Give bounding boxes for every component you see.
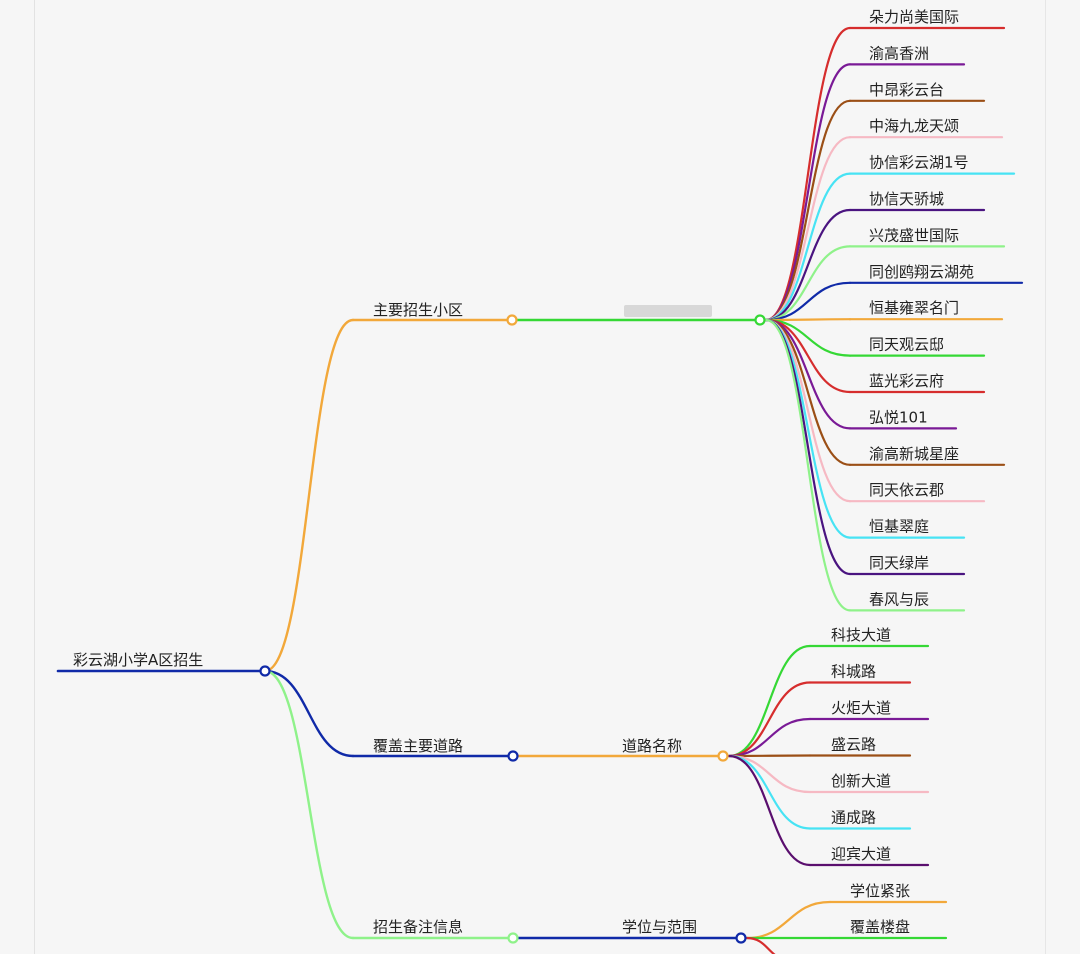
branch-1-item-label[interactable]: 春风与辰 (869, 590, 929, 608)
branch-1-item-connector (764, 318, 852, 466)
branch-2-item-label[interactable]: 盛云路 (831, 736, 876, 754)
branch-2-item-connector (727, 754, 812, 867)
card-right-border (1045, 0, 1046, 954)
branch-1-item-label[interactable]: 同创鸥翔云湖苑 (869, 263, 974, 281)
branch-1-item-connector (764, 318, 852, 612)
branch-2-item-label[interactable]: 科技大道 (831, 626, 891, 644)
branch-2-item-label[interactable]: 创新大道 (831, 772, 891, 790)
branch-1-item-connector (764, 318, 852, 503)
branch-2-knob[interactable] (507, 750, 519, 762)
branch-1-item-label[interactable]: 中昂彩云台 (869, 81, 944, 99)
branch-1-item-label[interactable]: 同天依云郡 (869, 481, 944, 499)
branch-1-item-label[interactable]: 恒基翠庭 (869, 518, 929, 536)
branch-1-item-connector (764, 245, 852, 322)
branch-1-item-label[interactable]: 恒基雍翠名门 (869, 299, 959, 317)
branch-1-label[interactable]: 主要招生小区 (373, 301, 463, 319)
branch-1-item-label[interactable]: 渝高新城星座 (869, 445, 959, 463)
branch-1-item-connector (764, 172, 852, 322)
branch-1-item-label[interactable]: 同天绿岸 (869, 554, 929, 572)
branch-2-item-connector (727, 717, 812, 758)
mind-map-edges (56, 26, 1024, 954)
branch-3-connector (263, 669, 355, 940)
branch-1-sub-label-masked (624, 305, 712, 317)
branch-1-item-connector (764, 63, 852, 322)
branch-2-item-connector (727, 681, 812, 758)
branch-3-sub-label[interactable]: 学位与范围 (622, 918, 697, 936)
branch-1-item-connector (764, 208, 852, 322)
branch-1-item-label[interactable]: 协信天骄城 (869, 190, 944, 208)
branch-1-item-label[interactable]: 弘悦101 (869, 408, 928, 426)
branch-1-item-label[interactable]: 蓝光彩云府 (869, 372, 944, 390)
branch-2-item-label[interactable]: 通成路 (831, 809, 876, 827)
branch-2-sub-label[interactable]: 道路名称 (622, 737, 682, 755)
branch-2-item-connector (727, 754, 812, 794)
branch-2-item-connector (727, 754, 812, 830)
branch-1-item-connector (764, 318, 852, 539)
branch-1-item-label[interactable]: 渝高香洲 (869, 44, 929, 62)
branch-1-knob[interactable] (506, 314, 518, 326)
branch-3-label[interactable]: 招生备注信息 (373, 918, 463, 936)
branch-1-item-label[interactable]: 朵力尚美国际 (869, 8, 959, 26)
branch-2-item-connector (727, 644, 812, 758)
branch-3-offscreen-connector (745, 936, 776, 954)
mind-map-nodes: 彩云湖小学A区招生 主要招生小区 朵力尚美国际渝高香洲中昂彩云台中海九龙天颂协信彩云… (73, 8, 974, 944)
branch-2-item-label[interactable]: 迎宾大道 (831, 845, 891, 863)
branch-2-connector (263, 669, 355, 758)
branch-3-sub-knob[interactable] (735, 932, 747, 944)
root-node-label[interactable]: 彩云湖小学A区招生 (73, 651, 203, 669)
branch-1-sub-knob[interactable] (754, 314, 766, 326)
branch-2-item-label[interactable]: 科城路 (831, 663, 876, 681)
branch-1-item-connector (764, 281, 852, 322)
branch-1-item-connector (764, 136, 852, 322)
card-left-border (34, 0, 35, 954)
branch-2-item-label[interactable]: 火炬大道 (831, 699, 891, 717)
branch-3-item-label[interactable]: 学位紧张 (850, 882, 910, 900)
branch-2-label[interactable]: 覆盖主要道路 (373, 737, 463, 755)
branch-1-connector (263, 318, 355, 673)
branch-3-item-label[interactable]: 覆盖楼盘 (850, 918, 910, 936)
branch-1-item-label[interactable]: 兴茂盛世国际 (869, 226, 959, 244)
root-knob[interactable] (259, 665, 271, 677)
branch-1-item-connector (764, 99, 852, 322)
branch-2-sub-knob[interactable] (717, 750, 729, 762)
branch-1-item-label[interactable]: 协信彩云湖1号 (869, 154, 969, 172)
branch-1-item-label[interactable]: 中海九龙天颂 (869, 117, 959, 135)
branch-3-knob[interactable] (507, 932, 519, 944)
branch-3-item-connector (745, 900, 832, 940)
branch-1-item-connector (764, 318, 852, 322)
branch-2-item-connector (727, 754, 812, 758)
branch-1-item-label[interactable]: 同天观云邸 (869, 336, 944, 354)
